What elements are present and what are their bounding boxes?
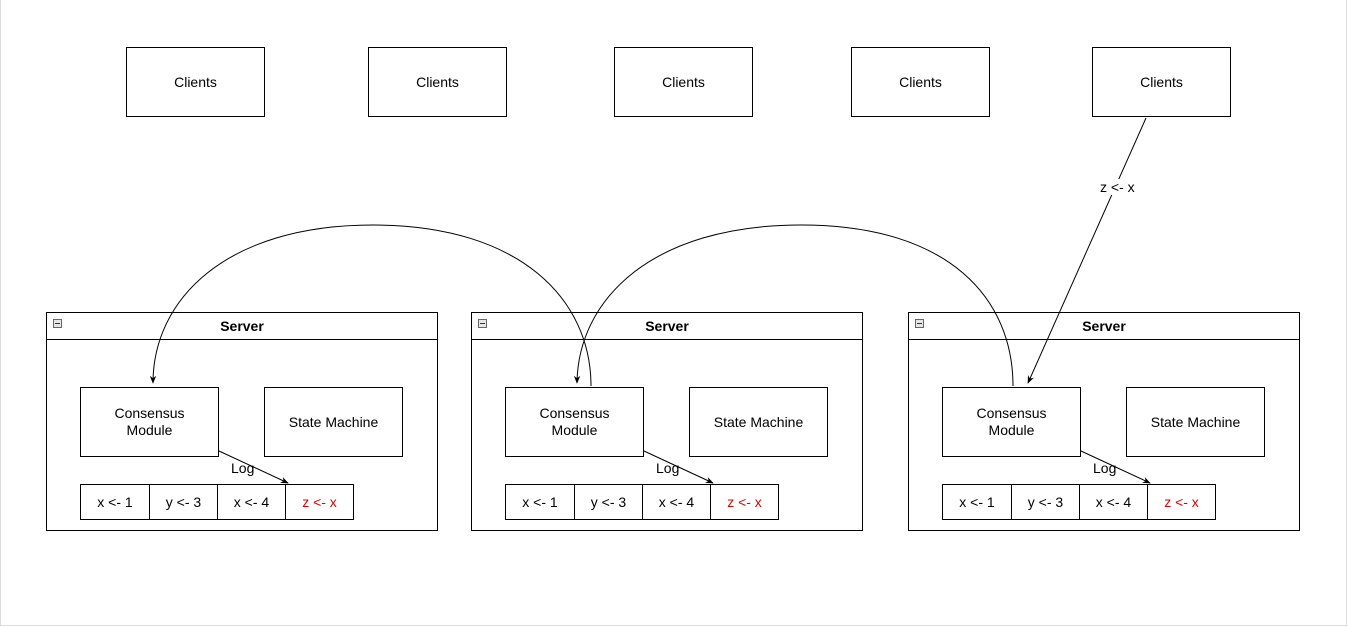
state-machine[interactable]: State Machine xyxy=(689,387,828,457)
log-entry[interactable]: x <- 1 xyxy=(942,484,1012,520)
request-label: z <- x xyxy=(1098,179,1137,195)
log: x <- 1 y <- 3 x <- 4 z <- x xyxy=(505,484,782,520)
log-entry[interactable]: x <- 1 xyxy=(80,484,150,520)
collapse-icon[interactable] xyxy=(478,319,487,328)
log: x <- 1 y <- 3 x <- 4 z <- x xyxy=(80,484,357,520)
log-entry-pending[interactable]: z <- x xyxy=(285,484,354,520)
client-label: Clients xyxy=(416,73,459,90)
server-header: Server xyxy=(909,313,1299,340)
log-entry[interactable]: x <- 4 xyxy=(217,484,286,520)
client-box[interactable]: Clients xyxy=(368,47,507,117)
log-entry[interactable]: x <- 4 xyxy=(642,484,711,520)
log-entry-pending[interactable]: z <- x xyxy=(1147,484,1216,520)
client-label: Clients xyxy=(1140,73,1183,90)
client-label: Clients xyxy=(899,73,942,90)
consensus-label: Consensus Module xyxy=(976,405,1047,438)
log-entry[interactable]: x <- 4 xyxy=(1079,484,1148,520)
client-box[interactable]: Clients xyxy=(1092,47,1231,117)
client-box[interactable]: Clients xyxy=(614,47,753,117)
consensus-module[interactable]: Consensus Module xyxy=(80,387,219,457)
log-entry[interactable]: y <- 3 xyxy=(1011,484,1080,520)
state-machine-label: State Machine xyxy=(1150,413,1241,430)
state-machine[interactable]: State Machine xyxy=(1126,387,1265,457)
server-header: Server xyxy=(47,313,437,340)
state-machine-label: State Machine xyxy=(288,413,379,430)
log-entry[interactable]: y <- 3 xyxy=(574,484,643,520)
client-label: Clients xyxy=(662,73,705,90)
server-container[interactable]: Server Consensus Module State Machine Lo… xyxy=(46,312,438,531)
log-entry[interactable]: y <- 3 xyxy=(149,484,218,520)
log-label: Log xyxy=(230,460,256,476)
state-machine-label: State Machine xyxy=(713,413,804,430)
client-box[interactable]: Clients xyxy=(126,47,265,117)
server-title: Server xyxy=(645,318,689,334)
log-label: Log xyxy=(1092,460,1118,476)
server-container[interactable]: Server Consensus Module State Machine Lo… xyxy=(471,312,863,531)
client-label: Clients xyxy=(174,73,217,90)
server-header: Server xyxy=(472,313,862,340)
client-box[interactable]: Clients xyxy=(851,47,990,117)
consensus-label: Consensus Module xyxy=(539,405,610,438)
server-container[interactable]: Server Consensus Module State Machine Lo… xyxy=(908,312,1300,531)
state-machine[interactable]: State Machine xyxy=(264,387,403,457)
consensus-module[interactable]: Consensus Module xyxy=(942,387,1081,457)
consensus-label: Consensus Module xyxy=(114,405,185,438)
log: x <- 1 y <- 3 x <- 4 z <- x xyxy=(942,484,1219,520)
consensus-module[interactable]: Consensus Module xyxy=(505,387,644,457)
collapse-icon[interactable] xyxy=(915,319,924,328)
log-entry-pending[interactable]: z <- x xyxy=(710,484,779,520)
log-label: Log xyxy=(655,460,681,476)
server-title: Server xyxy=(1082,318,1126,334)
collapse-icon[interactable] xyxy=(53,319,62,328)
server-title: Server xyxy=(220,318,264,334)
log-entry[interactable]: x <- 1 xyxy=(505,484,575,520)
